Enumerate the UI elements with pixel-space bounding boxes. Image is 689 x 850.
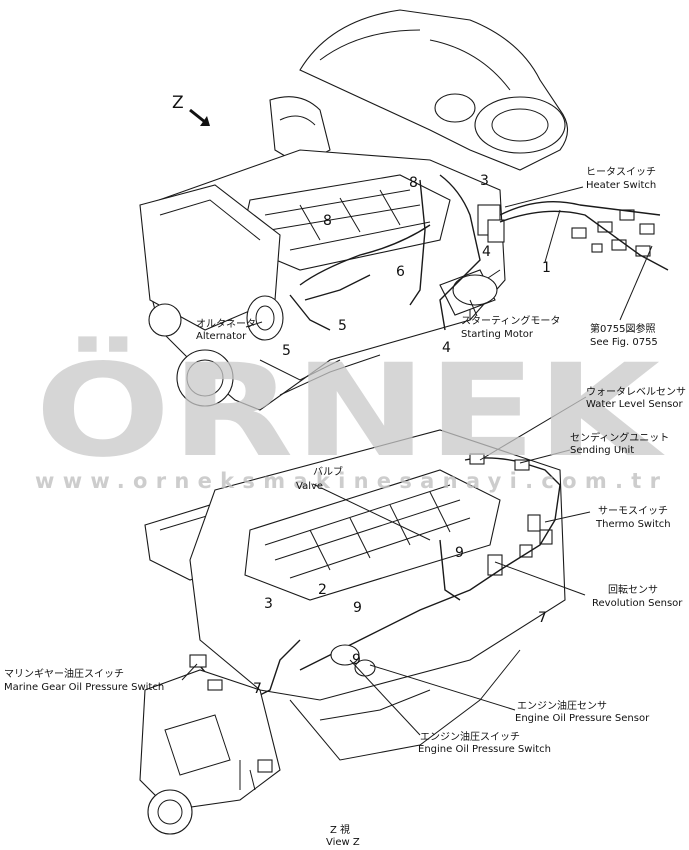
view-z-marker: Z <box>172 93 184 113</box>
callout-7-b: 7 <box>253 681 262 697</box>
engine-oil-pressure-sensor-label-en: Engine Oil Pressure Sensor <box>515 713 650 724</box>
engine-oil-pressure-sensor-label-jp: エンジン油圧センサ <box>517 699 607 712</box>
callout-2: 2 <box>318 582 327 598</box>
callout-1: 1 <box>542 260 551 276</box>
callout-9-a: 9 <box>455 545 464 561</box>
callout-6: 6 <box>396 264 405 280</box>
engine-oil-pressure-switch-label-en: Engine Oil Pressure Switch <box>418 744 551 755</box>
revolution-sensor-label-en: Revolution Sensor <box>592 598 683 609</box>
callout-4-b: 4 <box>442 340 451 356</box>
revolution-sensor-label-jp: 回転センサ <box>608 584 658 596</box>
see-fig-label-en: See Fig. 0755 <box>590 337 658 348</box>
heater-switch-label-en: Heater Switch <box>586 180 656 191</box>
callout-8-b: 8 <box>323 213 332 229</box>
valve-label-jp: バルブ <box>313 465 343 478</box>
upper-engine <box>139 9 669 411</box>
view-caption-en: View Z <box>326 837 360 846</box>
water-level-sensor-label-jp: ウォータレベルセンサ <box>586 386 686 398</box>
view-caption-jp: Z 視 <box>330 823 350 836</box>
callout-8-a: 8 <box>409 175 418 191</box>
callout-9-c: 9 <box>352 652 361 668</box>
alternator-label-jp: オルタネータ <box>196 318 256 330</box>
valve-label-en: Valve <box>296 481 323 492</box>
watermark: ÖRNEK www.orneksmakinesanayi.com.tr <box>35 336 666 493</box>
alternator-label-en: Alternator <box>196 331 247 342</box>
starting-motor-label-jp: スターティングモータ <box>461 314 560 327</box>
heater-switch-label-jp: ヒータスイッチ <box>586 166 656 178</box>
starting-motor-label-en: Starting Motor <box>461 329 534 340</box>
water-level-sensor-label-en: Water Level Sensor <box>586 399 683 410</box>
sending-unit-label-en: Sending Unit <box>570 445 634 456</box>
see-fig-label-jp: 第0755図参照 <box>590 322 655 335</box>
marine-gear-label-en: Marine Gear Oil Pressure Switch <box>4 682 164 693</box>
engine-oil-pressure-switch-label-jp: エンジン油圧スイッチ <box>420 730 520 743</box>
callout-7-a: 7 <box>538 610 547 626</box>
watermark-brand: ÖRNEK <box>35 336 666 486</box>
callout-5-a: 5 <box>338 318 347 334</box>
marine-gear-label-jp: マリンギヤー油圧スイッチ <box>4 667 124 680</box>
callout-5-b: 5 <box>282 343 291 359</box>
callout-3-lower: 3 <box>264 596 273 612</box>
thermo-switch-label-jp: サーモスイッチ <box>598 505 668 517</box>
callout-9-b: 9 <box>353 600 362 616</box>
lower-engine <box>139 396 591 835</box>
sending-unit-label-jp: センディングユニット <box>570 431 669 444</box>
callout-3-upper: 3 <box>480 173 489 189</box>
thermo-switch-label-en: Thermo Switch <box>595 519 671 530</box>
callout-4-a: 4 <box>482 244 491 260</box>
